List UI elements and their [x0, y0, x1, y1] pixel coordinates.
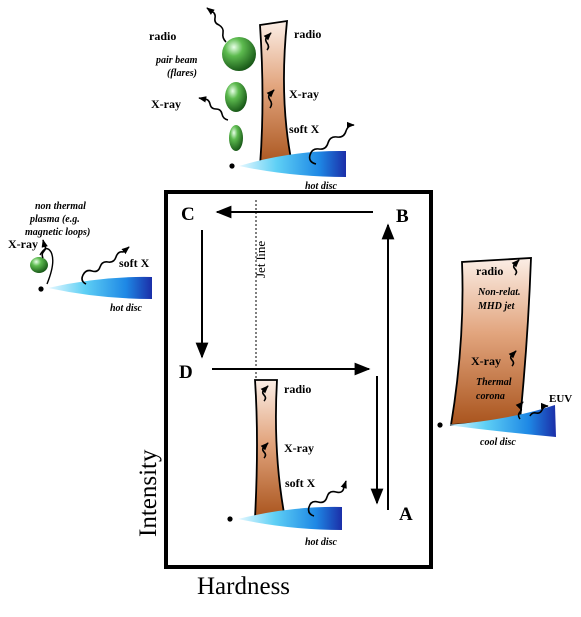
center-disc — [238, 506, 342, 530]
x-axis-label: Hardness — [197, 573, 290, 600]
center-radio-wave — [260, 385, 269, 402]
left-source-dot — [38, 286, 44, 292]
center-soft-x-wave — [307, 480, 347, 517]
left-soft-x-label: soft X — [119, 256, 150, 270]
right-euv-wave-2 — [529, 402, 549, 417]
magnetic-loop — [39, 247, 54, 285]
center-xray-wave — [260, 442, 269, 459]
right-disc — [447, 405, 556, 437]
state-a-label: A — [399, 504, 413, 525]
hid-panel: Jet line B C D A Intensity Hardness — [135, 190, 433, 600]
top-jet — [259, 19, 294, 167]
right-euv-label: EUV — [549, 393, 572, 405]
y-axis-label: Intensity — [135, 449, 162, 537]
plasma-label-line-1: non thermal — [35, 201, 86, 212]
corona-label-line-1: Thermal — [476, 377, 512, 388]
right-disc-label: cool disc — [480, 437, 516, 448]
jet-line-label: Jet line — [253, 241, 268, 278]
flares-label: (flares) — [167, 68, 197, 79]
center-disc-label: hot disc — [305, 537, 338, 548]
state-d-label: D — [179, 362, 193, 383]
right-jet — [449, 257, 532, 426]
right-euv-wave — [515, 401, 524, 420]
pair-beam-blob-small — [229, 125, 243, 151]
right-jet-label-line-2: MHD jet — [477, 301, 516, 312]
plasma-label-line-2: plasma (e.g. — [29, 214, 80, 225]
plasma-blob — [30, 257, 48, 273]
center-inset: radio X-ray soft X hot disc — [227, 379, 347, 548]
right-xray-wave — [508, 350, 517, 367]
top-xray-right-label: X-ray — [289, 87, 319, 101]
left-disc-label: hot disc — [110, 303, 143, 314]
top-radio-right-label: radio — [294, 27, 321, 41]
top-soft-x-label: soft X — [289, 122, 320, 136]
left-xray-label: X-ray — [8, 237, 38, 251]
plasma-label-line-3: magnetic loops) — [25, 227, 90, 238]
top-disc — [239, 150, 346, 177]
right-radio-label: radio — [476, 264, 503, 278]
center-jet — [254, 379, 286, 520]
state-c-label: C — [181, 204, 195, 225]
pair-beam-label: pair beam — [155, 55, 198, 66]
top-disc-label: hot disc — [305, 181, 338, 192]
hid-frame — [164, 190, 433, 569]
top-radio-left-label: radio — [149, 29, 176, 43]
top-radio-right-wave — [263, 32, 272, 51]
top-radio-left-wave — [206, 7, 227, 43]
top-inset: radio radio pair beam (flares) X-ray X-r… — [149, 7, 355, 192]
pair-beam-blob-medium — [225, 82, 247, 112]
state-b-label: B — [396, 206, 409, 227]
top-xray-right-wave — [266, 89, 275, 109]
left-soft-x-wave — [81, 246, 130, 285]
top-soft-x-wave — [308, 121, 355, 165]
center-radio-label: radio — [284, 382, 311, 396]
top-xray-left-wave — [198, 96, 229, 121]
right-inset: radio Non-relat. MHD jet X-ray Thermal c… — [437, 257, 572, 448]
top-source-dot — [229, 163, 235, 169]
right-source-dot — [437, 422, 443, 428]
center-source-dot — [227, 516, 233, 522]
center-soft-x-label: soft X — [285, 476, 316, 490]
right-xray-label: X-ray — [471, 354, 501, 368]
pair-beam-blob-large — [222, 37, 256, 71]
left-inset: non thermal plasma (e.g. magnetic loops)… — [8, 201, 152, 314]
right-jet-label-line-1: Non-relat. — [477, 287, 521, 298]
left-xray-wave — [41, 239, 48, 259]
corona-label-line-2: corona — [476, 391, 505, 402]
left-disc — [48, 276, 152, 299]
top-xray-left-label: X-ray — [151, 97, 181, 111]
center-xray-label: X-ray — [284, 441, 314, 455]
right-radio-wave — [511, 259, 520, 276]
